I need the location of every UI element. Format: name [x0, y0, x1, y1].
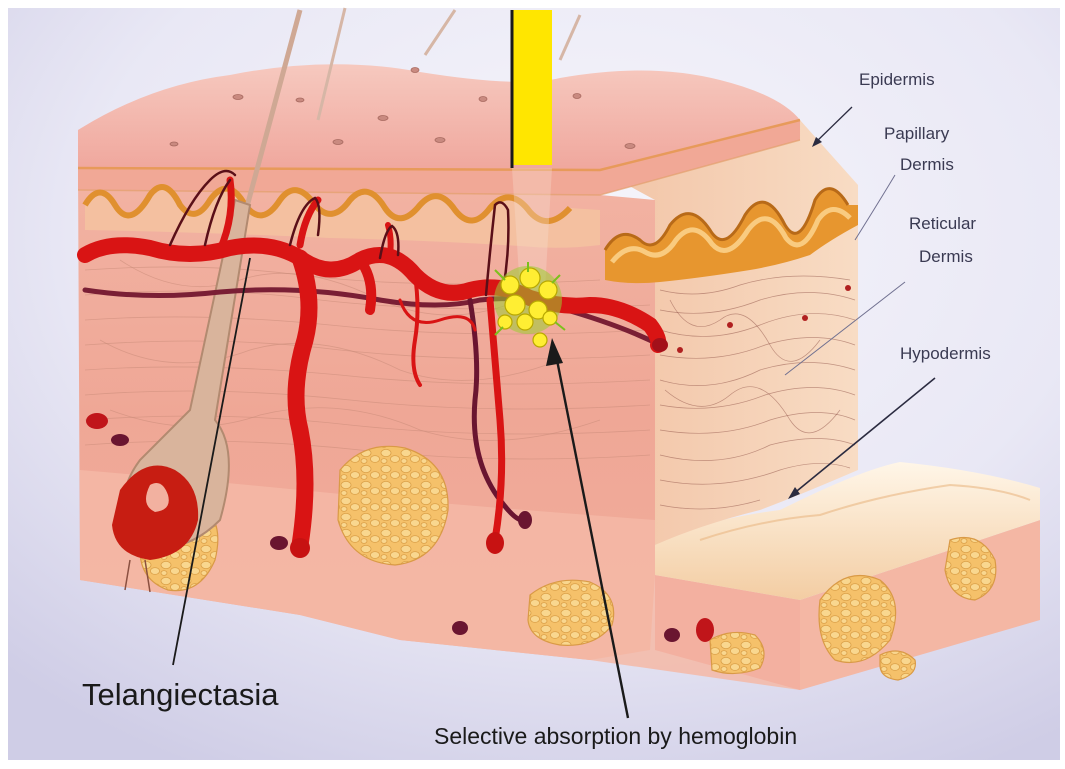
label-papillary-dermis-line2: Dermis [900, 155, 954, 174]
label-papillary-dermis-line1: Papillary [884, 124, 950, 143]
label-selective-absorption: Selective absorption by hemoglobin [434, 723, 797, 749]
label-reticular-dermis-line2: Dermis [919, 247, 973, 266]
laser-beam-icon [512, 10, 552, 290]
label-hypodermis: Hypodermis [900, 344, 991, 363]
label-telangiectasia: Telangiectasia [82, 677, 279, 712]
label-epidermis: Epidermis [859, 70, 935, 89]
label-reticular-dermis-line1: Reticular [909, 214, 976, 233]
